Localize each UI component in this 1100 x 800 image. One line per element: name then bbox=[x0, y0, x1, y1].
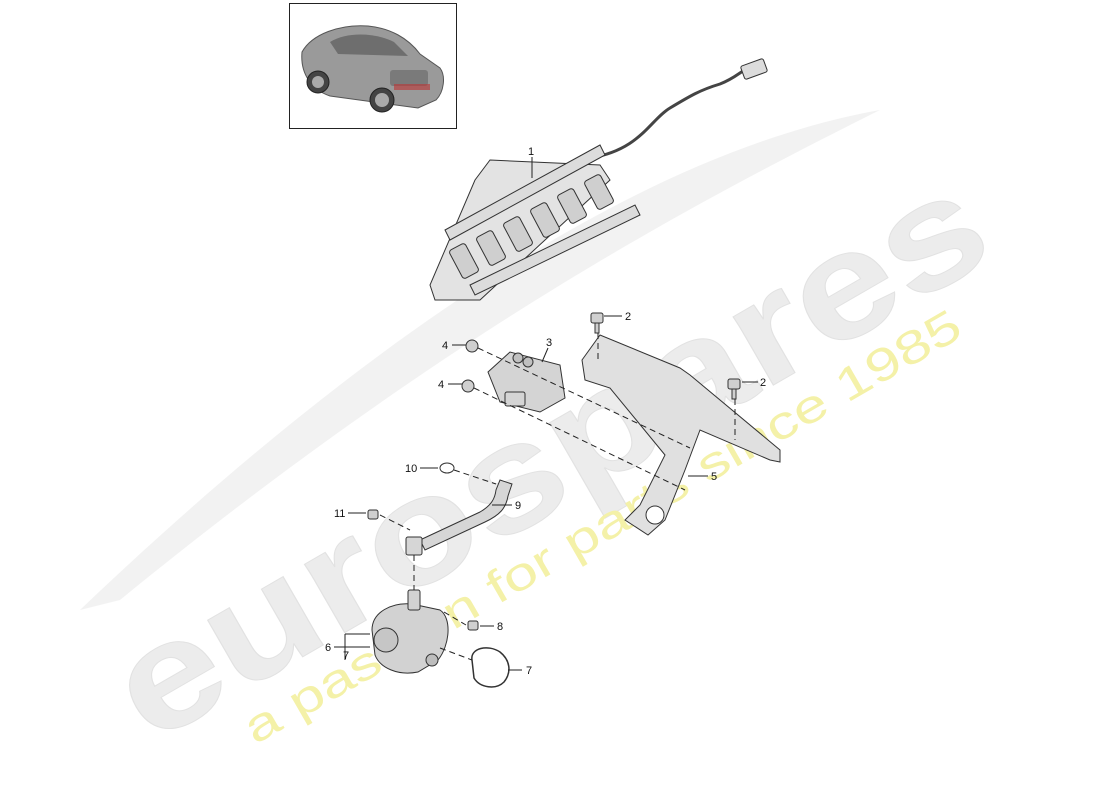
pump-bolt bbox=[467, 620, 479, 631]
callout-1: 1 bbox=[528, 146, 534, 158]
small-bolt bbox=[367, 509, 379, 520]
callout-5: 5 bbox=[711, 471, 717, 483]
assembly-lines bbox=[379, 333, 736, 661]
injector bbox=[557, 188, 587, 224]
callout-11: 11 bbox=[334, 508, 345, 520]
watermark-swoosh bbox=[80, 110, 880, 610]
nut bbox=[465, 339, 479, 353]
pressure-valve bbox=[487, 351, 566, 413]
callout-7: 7 bbox=[526, 665, 532, 677]
leader-lines bbox=[334, 157, 758, 671]
car-rear-view-icon bbox=[301, 25, 444, 113]
pump-gasket bbox=[471, 647, 510, 688]
injector bbox=[476, 230, 506, 266]
callout-4b: 4 bbox=[438, 379, 444, 391]
fuel-rail-upper bbox=[444, 144, 606, 241]
callout-9: 9 bbox=[515, 500, 521, 512]
injector-row bbox=[449, 174, 614, 279]
vehicle-thumbnail bbox=[289, 3, 457, 129]
o-ring bbox=[439, 462, 455, 474]
injector bbox=[530, 202, 560, 238]
wiring-harness bbox=[589, 68, 746, 160]
nut bbox=[461, 379, 475, 393]
injector-rail-assembly bbox=[429, 58, 768, 301]
callout-8: 8 bbox=[497, 621, 503, 633]
callout-6: 6 bbox=[325, 642, 331, 654]
callout-2b: 2 bbox=[760, 377, 766, 389]
mounting-bracket bbox=[581, 334, 781, 536]
fuel-rail-lower bbox=[469, 204, 641, 296]
callout-3: 3 bbox=[546, 337, 552, 349]
bolt bbox=[590, 312, 604, 334]
harness-connector bbox=[740, 58, 768, 80]
callout-6-sub-7: 7 bbox=[343, 650, 349, 662]
injector bbox=[503, 216, 533, 252]
bolt bbox=[727, 378, 741, 400]
callout-2a: 2 bbox=[625, 311, 631, 323]
injector bbox=[584, 174, 614, 210]
callout-4a: 4 bbox=[442, 340, 448, 352]
injector bbox=[449, 243, 479, 279]
high-pressure-pump bbox=[371, 589, 449, 674]
callout-10: 10 bbox=[405, 463, 417, 475]
